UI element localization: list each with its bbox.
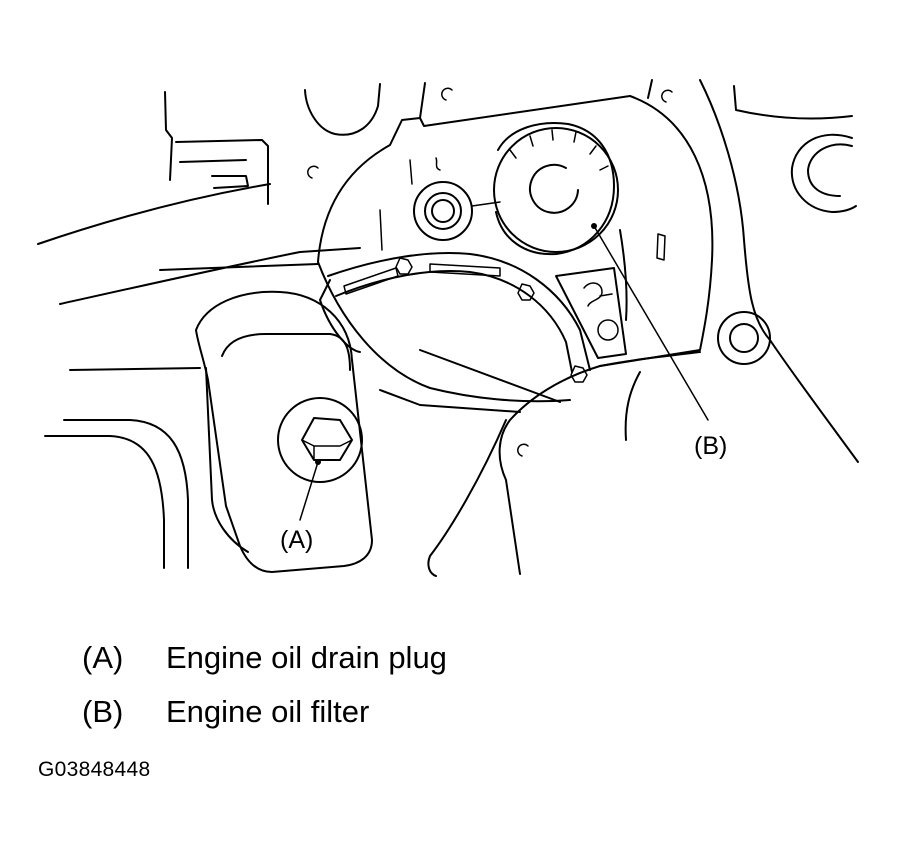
bracket-bolt-icon bbox=[395, 257, 413, 275]
legend-item-a: (A) Engine oil drain plug bbox=[82, 640, 447, 676]
callout-label-a: (A) bbox=[280, 526, 313, 554]
figure-id: G03848448 bbox=[38, 758, 151, 781]
mounting-holes bbox=[307, 87, 673, 457]
leader-line-a bbox=[299, 461, 319, 521]
callout-label-b: (B) bbox=[694, 432, 727, 460]
drain-plug-bolt-icon bbox=[301, 417, 353, 461]
legend-description-b: Engine oil filter bbox=[166, 694, 370, 729]
engine-block bbox=[317, 79, 853, 413]
legend-key-a: (A) bbox=[82, 640, 124, 675]
engine-underside-illustration: (A) (B) bbox=[37, 79, 859, 577]
drain-plug bbox=[277, 397, 363, 483]
round-port bbox=[413, 181, 501, 241]
chassis-member-left bbox=[37, 83, 381, 569]
bracket-bolt-icon bbox=[517, 283, 535, 301]
transmission-cover bbox=[427, 311, 859, 577]
filter-bracket-plate bbox=[555, 267, 627, 359]
leader-line-b bbox=[593, 225, 709, 421]
legend-description-a: Engine oil drain plug bbox=[166, 640, 447, 675]
oil-pan bbox=[195, 290, 373, 573]
right-round-feature bbox=[790, 133, 857, 213]
legend-key-b: (B) bbox=[82, 694, 124, 729]
stiffener-bracket bbox=[327, 251, 591, 383]
bracket-bolt-icon bbox=[570, 365, 588, 383]
legend-item-b: (B) Engine oil filter bbox=[82, 694, 369, 730]
